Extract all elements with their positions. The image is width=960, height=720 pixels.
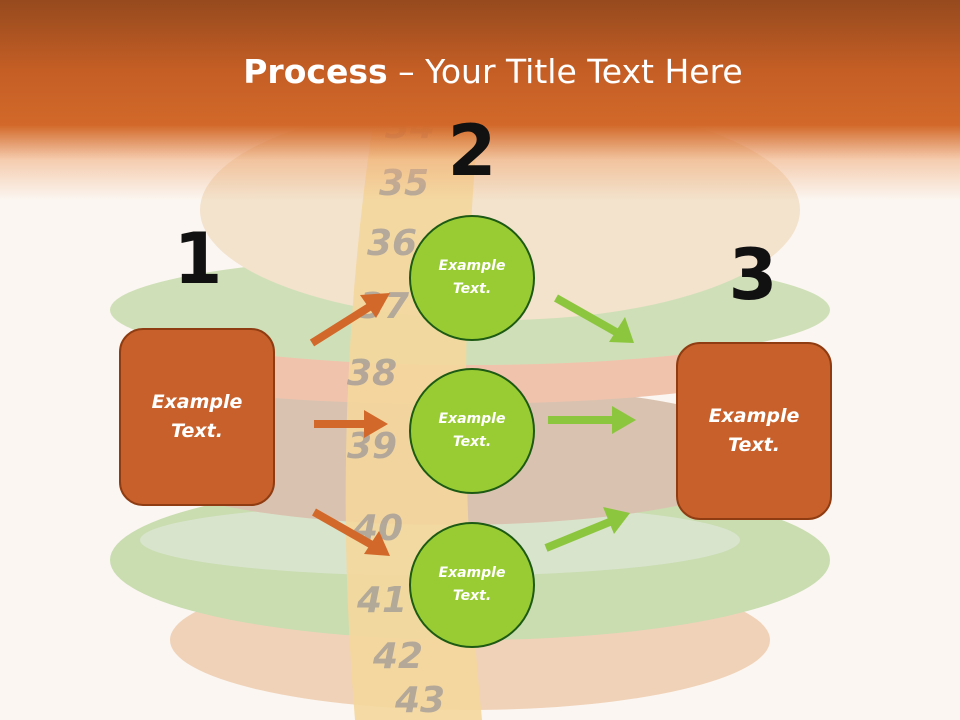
step-number-1: 1	[173, 218, 223, 300]
arrow-1-to-bottom	[312, 508, 390, 556]
step-3-label: Example Text.	[708, 405, 800, 456]
arrow-1-to-top	[309, 293, 390, 347]
tape-number: 42	[372, 636, 423, 677]
arrow-top-to-3	[554, 294, 634, 343]
step-number-2: 2	[447, 110, 497, 192]
step-number-3: 3	[728, 234, 778, 316]
tape-number: 36	[367, 223, 417, 264]
title-band	[0, 0, 960, 200]
slide-title: Process – Your Title Text Here	[0, 52, 960, 91]
step-2-circle-3[interactable]: Example Text.	[409, 522, 535, 648]
step-1-label: Example Text.	[151, 391, 243, 442]
tape-number: 43	[394, 680, 445, 720]
title-bold: Process	[243, 52, 388, 91]
step-2-circle-2[interactable]: Example Text.	[409, 368, 535, 494]
step-2-circle-1[interactable]: Example Text.	[409, 215, 535, 341]
circle-1-label: Example Text.	[438, 258, 506, 297]
arrow-bottom-to-3	[544, 507, 630, 552]
title-rest: – Your Title Text Here	[387, 52, 743, 91]
step-1-box[interactable]: Example Text.	[119, 328, 275, 506]
arrow-middle-to-3	[548, 406, 636, 434]
tape-number: 38	[347, 353, 397, 394]
tape-number: 41	[356, 580, 407, 621]
arrow-1-to-middle	[314, 410, 388, 438]
circle-3-label: Example Text.	[438, 565, 506, 604]
step-3-box[interactable]: Example Text.	[676, 342, 832, 520]
circle-2-label: Example Text.	[438, 411, 506, 450]
